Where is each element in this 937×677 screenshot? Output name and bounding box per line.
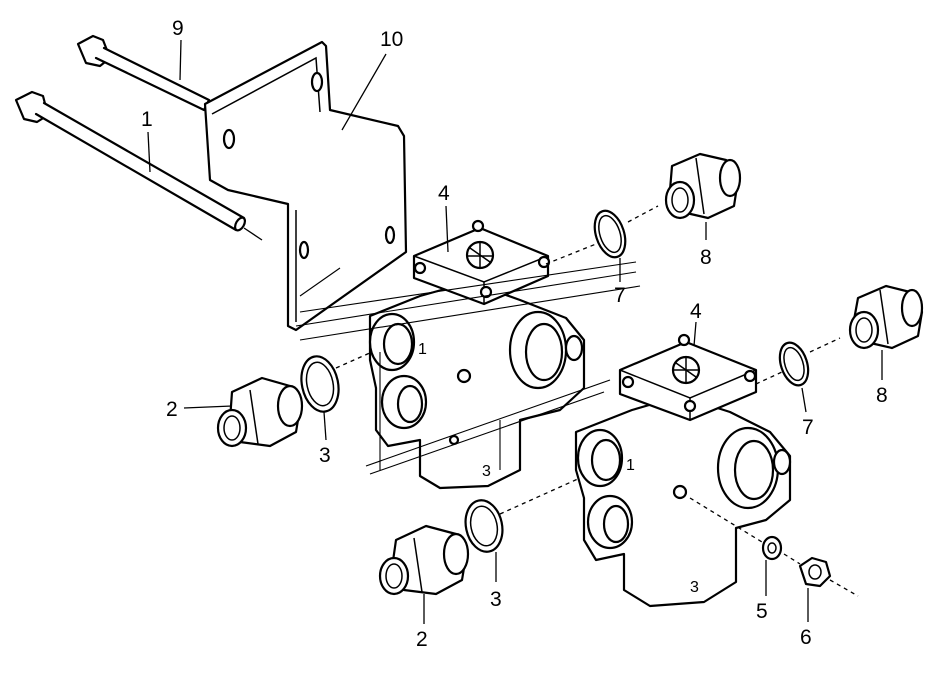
callout-5: 5 [756,600,768,623]
nut-part-6 [798,556,832,588]
bracket-part-10 [203,40,408,332]
seal-ring-part-7-upper [593,209,627,259]
callout-7-upper: 7 [614,284,626,307]
callout-3-upper: 3 [319,444,331,467]
callout-2-upper: 2 [166,398,178,421]
valve-assembly-lower: 1 3 [574,333,792,608]
valve-assembly-upper: 1 3 [368,219,586,490]
seal-ring-part-7-lower [778,341,810,387]
seal-ring-part-3-lower [464,499,504,553]
washer-part-5 [761,535,783,561]
leader-lines [147,39,883,624]
fitting-part-8-lower [848,284,924,350]
fitting-part-2-upper [216,376,304,448]
fitting-part-2-lower [378,524,470,596]
callout-3-lower: 3 [490,588,502,611]
callout-8-upper: 8 [700,246,712,269]
callout-7-lower: 7 [802,416,814,439]
callout-10: 10 [380,28,403,51]
port-mark-3-lower: 3 [690,579,699,596]
hatch-lines [295,261,641,475]
port-mark-3-upper: 3 [482,463,491,480]
callout-1: 1 [141,108,153,131]
port-mark-1-lower: 1 [626,457,635,474]
seal-ring-part-3-upper [300,355,340,413]
callout-6: 6 [800,626,812,649]
callout-2-lower: 2 [416,628,428,651]
fitting-part-8-upper [664,152,742,220]
port-mark-1-upper: 1 [418,341,427,358]
callout-8-lower: 8 [876,384,888,407]
bolt-part-9 [76,34,211,112]
assembly-axes [335,205,859,597]
bolt-part-1 [14,90,263,241]
callout-4-upper: 4 [438,182,450,205]
callout-4-lower: 4 [690,300,702,323]
callout-9: 9 [172,17,184,40]
